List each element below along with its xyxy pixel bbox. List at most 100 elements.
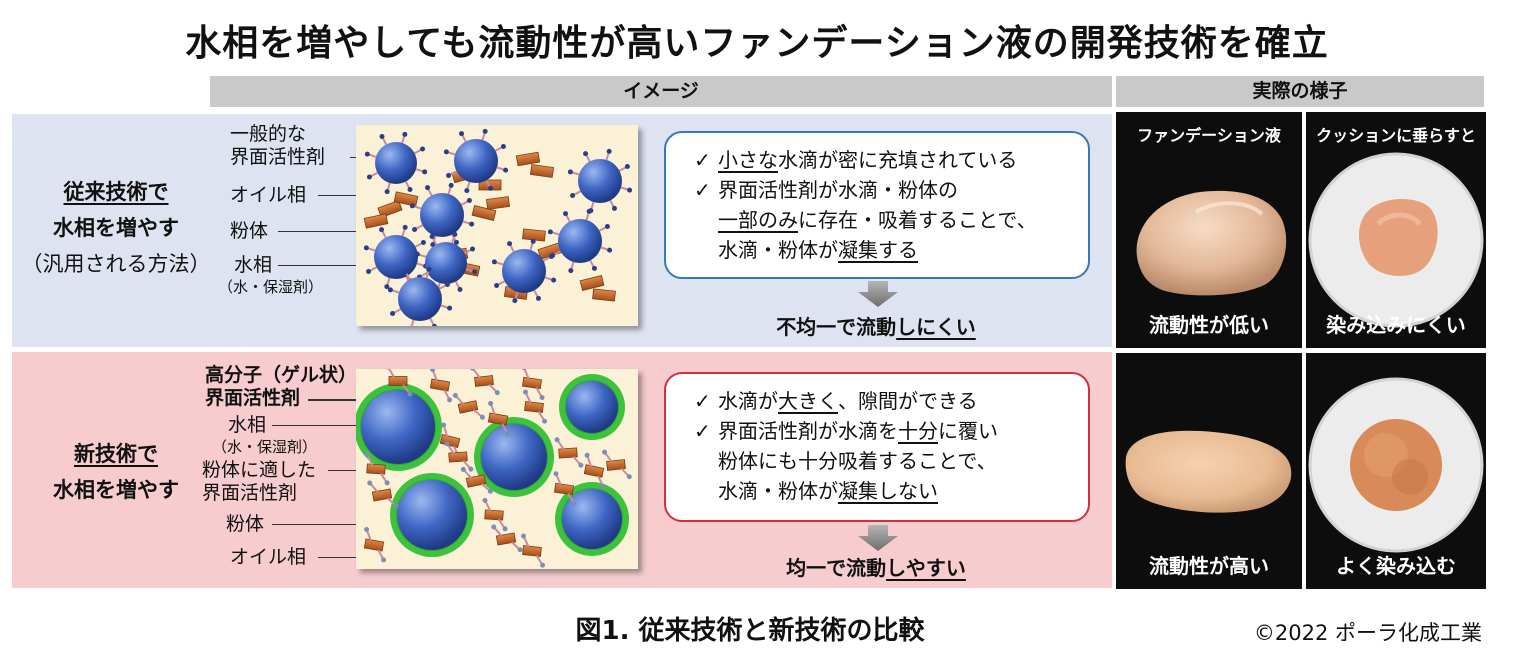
conventional-label-line2: 水相を増やす xyxy=(18,210,214,246)
label-water-new: 水相 xyxy=(228,414,266,436)
new-p2-l1-b: 十分 xyxy=(898,419,938,443)
check-icon: ✓ xyxy=(694,145,711,175)
new-tech-result-b: しやすい xyxy=(886,556,966,580)
powder-particle xyxy=(491,520,523,556)
conventional-p2-l2-a: 一部のみ xyxy=(718,208,798,232)
photo-cushion-conventional: クッションに垂らすと 染み込みにくい xyxy=(1306,112,1486,348)
powder-particle xyxy=(554,436,583,470)
gel-coated-droplet xyxy=(390,473,474,557)
header-actual: 実際の様子 xyxy=(1116,76,1484,107)
conventional-result-b: しにくい xyxy=(896,315,976,339)
conventional-illustration-svg xyxy=(356,125,638,326)
new-tech-illustration-svg xyxy=(356,369,638,569)
check-icon: ✓ xyxy=(694,175,711,205)
powder-particle xyxy=(518,533,548,568)
new-p2-l3-b: 凝集しない xyxy=(838,479,938,503)
figure-caption: 図1. 従来技術と新技術の比較 xyxy=(460,610,1040,647)
water-droplet xyxy=(548,209,612,273)
water-droplet xyxy=(410,183,474,247)
new-tech-result-a: 均一で流動 xyxy=(786,556,886,580)
new-p2-l3-a: 水滴・粉体が xyxy=(718,479,838,503)
down-arrow-icon xyxy=(858,525,898,551)
photo-caption-low-flow: 流動性が低い xyxy=(1116,309,1302,338)
new-p1-c: 、隙間ができる xyxy=(838,389,978,413)
conventional-p1-a: 小さな xyxy=(718,148,778,172)
label-polymer-2: 界面活性剤 xyxy=(205,387,300,409)
new-p1-b: 大きく xyxy=(778,389,838,413)
conventional-label-line1: 従来技術で xyxy=(18,174,214,210)
new-point-2: ✓ 界面活性剤が水滴を十分に覆い xyxy=(696,416,1070,446)
new-tech-illustration xyxy=(356,369,638,569)
conventional-point-2: ✓ 界面活性剤が水滴・粉体の xyxy=(696,175,1070,205)
conventional-p2-l3-a: 水滴・粉体が xyxy=(718,238,838,262)
conventional-p2-l3-b: 凝集する xyxy=(838,238,918,262)
check-icon: ✓ xyxy=(694,416,711,446)
water-droplet xyxy=(568,149,632,213)
photo-title-cushion: クッションに垂らすと xyxy=(1306,122,1486,146)
label-powder-surf-1: 粉体に適した xyxy=(202,459,316,481)
label-polymer-1: 高分子（ゲル状） xyxy=(205,364,357,386)
photo-foundation-new: 流動性が高い xyxy=(1116,353,1302,589)
new-point-1: ✓ 水滴が大きく、隙間ができる xyxy=(696,386,1070,416)
new-tech-result: 均一で流動しやすい xyxy=(726,552,1026,581)
new-tech-label-line2: 水相を増やす xyxy=(18,472,214,508)
conventional-illustration xyxy=(356,125,638,326)
conventional-point-2-line2: 一部のみに存在・吸着することで、 xyxy=(696,205,1070,235)
conventional-points: ✓ 小さな水滴が密に充填されている ✓ 界面活性剤が水滴・粉体の 一部のみに存在・吸… xyxy=(664,131,1090,279)
new-p1-a: 水滴が xyxy=(718,389,778,413)
copyright: ©2022 ポーラ化成工業 xyxy=(1254,617,1482,647)
powder-particle xyxy=(470,369,500,398)
page-title: 水相を増やしても流動性が高いファンデーション液の開発技術を確立 xyxy=(0,14,1514,66)
conventional-row-label: 従来技術で 水相を増やす （汎用される方法） xyxy=(18,174,214,282)
powder-particle xyxy=(444,440,473,474)
label-water-sub-new: （水・保湿剤） xyxy=(212,436,317,458)
new-tech-row-label: 新技術で 水相を増やす xyxy=(18,436,214,508)
conventional-result-a: 不均一で流動 xyxy=(776,315,896,339)
conventional-p2-l2-b: に存在・吸着することで、 xyxy=(798,208,1037,232)
photo-caption-good-absorb: よく染み込む xyxy=(1306,550,1486,579)
powder-particle xyxy=(580,275,604,290)
new-tech-label-line1: 新技術で xyxy=(18,436,214,472)
powder-particle xyxy=(517,369,548,400)
photo-cushion-new: よく染み込む xyxy=(1306,353,1486,589)
label-powder-new: 粉体 xyxy=(226,513,264,535)
label-powder-old: 粉体 xyxy=(230,220,268,242)
powder-particle xyxy=(359,527,391,563)
photo-title-foundation: ファンデーション液 xyxy=(1116,122,1302,146)
conventional-p2-l1: 界面活性剤が水滴・粉体の xyxy=(718,178,958,202)
photo-foundation-conventional: ファンデーション液 流動性が低い xyxy=(1116,112,1302,348)
powder-particle xyxy=(530,165,553,178)
label-oil-old: オイル相 xyxy=(230,184,306,206)
new-p2-l1-c: に覆い xyxy=(938,419,998,443)
new-tech-points: ✓ 水滴が大きく、隙間ができる ✓ 界面活性剤が水滴を十分に覆い 粉体にも十分吸着す… xyxy=(664,372,1090,522)
label-water-sub-old: （水・保湿剤） xyxy=(218,276,323,298)
label-general-1: 一般的な xyxy=(230,123,306,145)
water-droplets-old xyxy=(364,129,632,326)
check-icon: ✓ xyxy=(694,386,711,416)
label-powder-surf-2: 界面活性剤 xyxy=(202,482,297,504)
gel-coated-droplet xyxy=(474,417,554,497)
photo-caption-high-flow: 流動性が高い xyxy=(1116,550,1302,579)
conventional-point-2-line3: 水滴・粉体が凝集する xyxy=(696,235,1070,265)
powder-particle xyxy=(516,152,539,166)
new-point-2-line3: 水滴・粉体が凝集しない xyxy=(696,476,1070,506)
gel-coated-droplet xyxy=(559,374,625,440)
powder-particle xyxy=(364,214,388,228)
photo-caption-hard-absorb: 染み込みにくい xyxy=(1306,309,1486,338)
down-arrow-icon xyxy=(858,281,898,307)
new-p2-l1-a: 界面活性剤が水滴を xyxy=(718,419,898,443)
powder-particle xyxy=(486,197,509,210)
powder-particle xyxy=(452,388,485,425)
header-image: イメージ xyxy=(210,76,1112,107)
powder-particle xyxy=(602,447,632,482)
conventional-result: 不均一で流動しにくい xyxy=(726,311,1026,340)
new-point-2-line2: 粉体にも十分吸着することで、 xyxy=(696,446,1070,476)
conventional-point-1: ✓ 小さな水滴が密に充填されている xyxy=(696,145,1070,175)
label-general-2: 界面活性剤 xyxy=(230,146,325,168)
powder-particle xyxy=(367,476,399,512)
label-oil-new: オイル相 xyxy=(230,546,306,568)
water-droplet xyxy=(365,132,427,194)
conventional-label-line3: （汎用される方法） xyxy=(18,246,214,282)
powder-particle xyxy=(593,289,616,301)
conventional-p1-b: 水滴が密に充填されている xyxy=(778,148,1017,172)
